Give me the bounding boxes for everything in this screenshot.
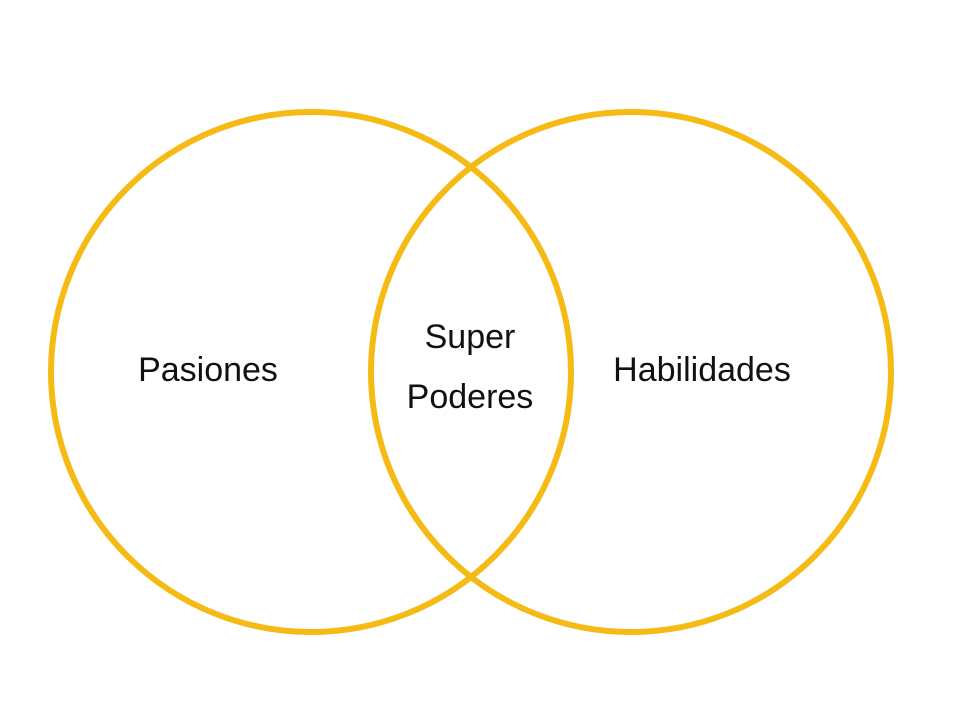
set-label-habilidades: Habilidades: [613, 351, 791, 389]
circle-right: [368, 109, 894, 635]
set-label-pasiones: Pasiones: [138, 351, 278, 389]
intersection-label-line1: Super: [424, 318, 516, 356]
intersection-label-line2: Poderes: [406, 378, 534, 416]
circle-left: [48, 109, 574, 635]
intersection-label: Super Poderes: [370, 307, 570, 427]
